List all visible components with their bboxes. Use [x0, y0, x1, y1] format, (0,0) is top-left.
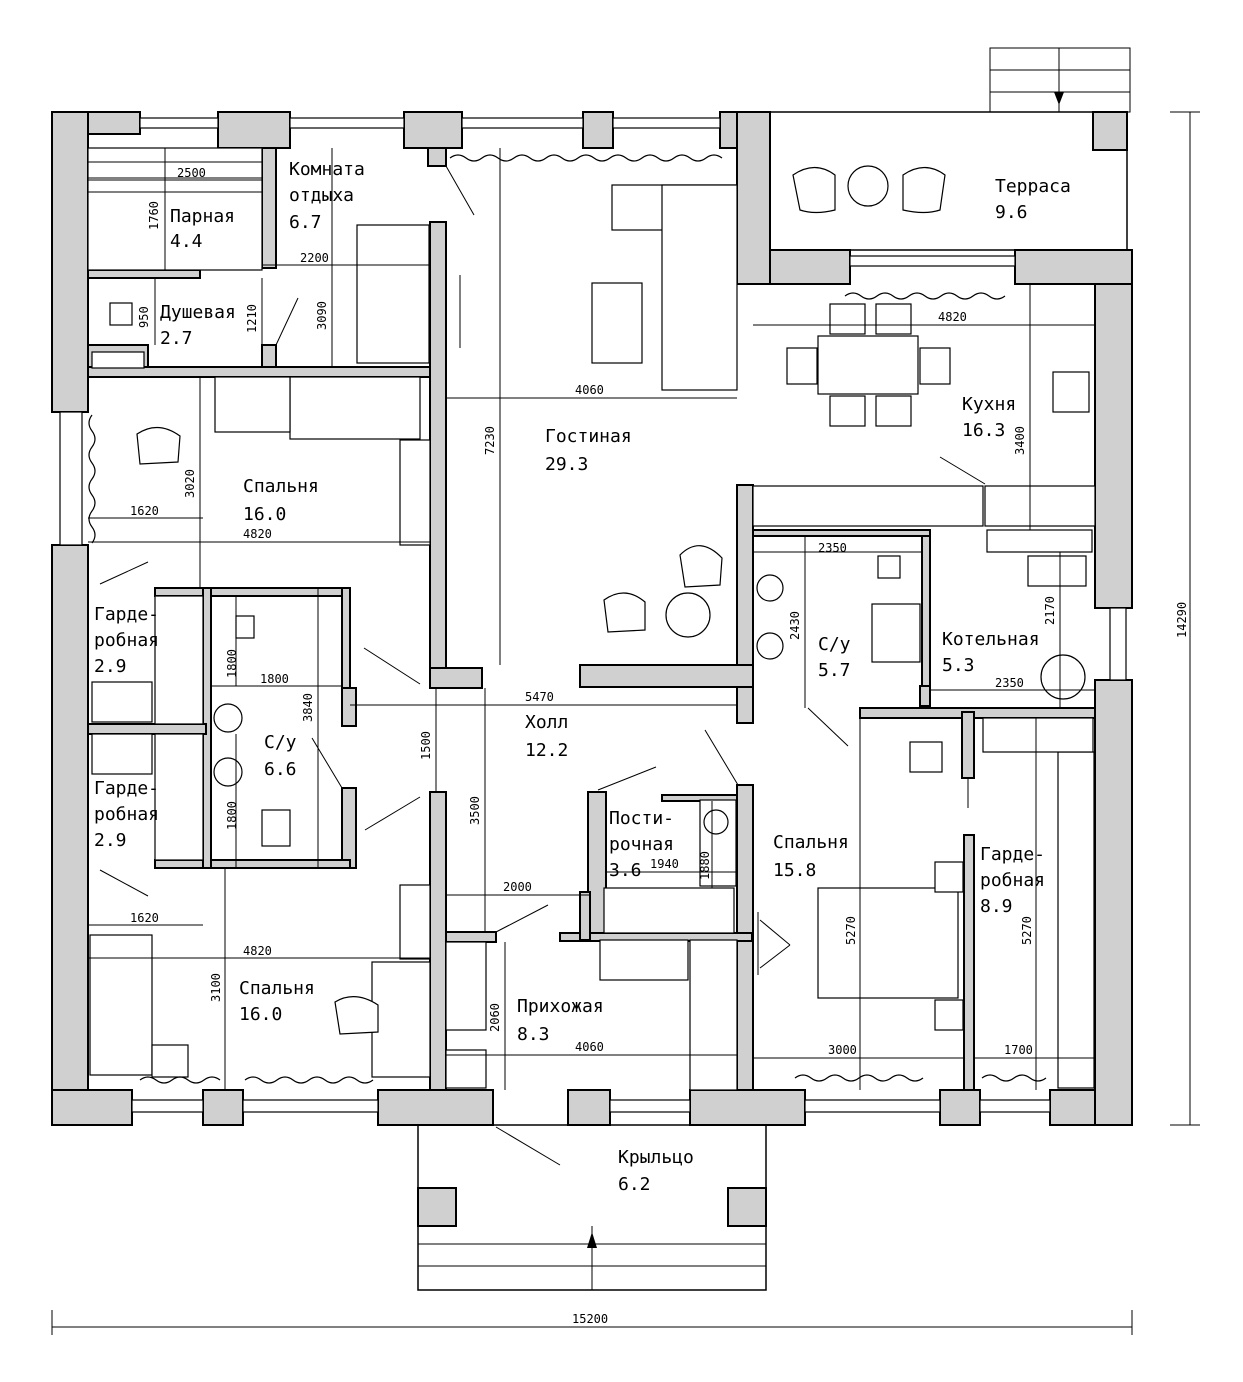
room-name-entry: Прихожая: [517, 996, 604, 1017]
furniture: [87, 147, 1096, 1291]
room-area-wc2: 5.7: [818, 660, 851, 681]
dim-7230: 7230: [483, 426, 497, 455]
room-area-ward3: 8.9: [980, 896, 1013, 917]
room-name-ward1-1: Гарде-: [94, 604, 159, 625]
room-name-hall: Холл: [525, 712, 568, 733]
dim-2000: 2000: [503, 880, 532, 894]
dim-5270-ward3: 5270: [1020, 916, 1034, 945]
room-area-parnaya: 4.4: [170, 231, 203, 252]
dim-1800-wc1-top: 1800: [225, 649, 239, 678]
dim-2170: 2170: [1043, 596, 1057, 625]
outer-walls: [51, 111, 1133, 1126]
dim-2350-boiler: 2350: [995, 676, 1024, 690]
dim-3020: 3020: [183, 469, 197, 498]
room-name-laundry-1: Пости-: [609, 808, 674, 829]
room-name-rest-1: Комната: [289, 159, 365, 180]
dim-2200: 2200: [300, 251, 329, 265]
room-area-laundry: 3.6: [609, 860, 642, 881]
dim-2060: 2060: [488, 1003, 502, 1032]
room-area-bed2: 15.8: [773, 860, 816, 881]
dim-3100: 3100: [209, 973, 223, 1002]
room-name-laundry-2: рочная: [609, 834, 674, 855]
room-area-bed1: 16.0: [243, 504, 286, 525]
curtains: [88, 154, 1047, 1084]
dim-3090: 3090: [315, 301, 329, 330]
terrace: [770, 47, 1131, 251]
room-name-wc1: С/у: [264, 732, 297, 753]
dim-4060-top: 4060: [575, 383, 604, 397]
dim-15200: 15200: [572, 1312, 608, 1326]
room-name-parnaya: Парная: [170, 206, 235, 227]
room-area-kitchen: 16.3: [962, 420, 1005, 441]
room-area-ward2: 2.9: [94, 830, 127, 851]
dim-1880: 1880: [698, 851, 712, 880]
room-name-living: Гостиная: [545, 426, 632, 447]
room-name-ward3-2: робная: [980, 870, 1045, 891]
room-area-ward1: 2.9: [94, 656, 127, 677]
room-area-wc1: 6.6: [264, 759, 297, 780]
dim-2350-wc2: 2350: [818, 541, 847, 555]
room-area-terrace: 9.6: [995, 202, 1028, 223]
room-name-bed1: Спальня: [243, 476, 319, 497]
dimension-lines: [51, 111, 1200, 1335]
room-area-bed3: 16.0: [239, 1004, 282, 1025]
room-name-bed2: Спальня: [773, 832, 849, 853]
dim-4060-bottom: 4060: [575, 1040, 604, 1054]
room-area-entry: 8.3: [517, 1024, 550, 1045]
dim-4820-bed1: 4820: [243, 527, 272, 541]
dim-2430: 2430: [788, 611, 802, 640]
door-swings: [99, 165, 986, 1166]
room-area-shower: 2.7: [160, 328, 193, 349]
room-name-wc2: С/у: [818, 634, 851, 655]
dim-5470: 5470: [525, 690, 554, 704]
room-name-rest-2: отдыха: [289, 185, 354, 206]
dim-2500: 2500: [177, 166, 206, 180]
dim-4820-kitchen: 4820: [938, 310, 967, 324]
room-area-hall: 12.2: [525, 740, 568, 761]
dim-1620-top: 1620: [130, 504, 159, 518]
room-name-bed3: Спальня: [239, 978, 315, 999]
room-area-rest: 6.7: [289, 212, 322, 233]
room-name-ward3-1: Гарде-: [980, 844, 1045, 865]
dim-950: 950: [137, 306, 151, 328]
room-name-ward2-2: робная: [94, 804, 159, 825]
dim-1700: 1700: [1004, 1043, 1033, 1057]
room-name-ward2-1: Гарде-: [94, 778, 159, 799]
room-area-porch: 6.2: [618, 1174, 651, 1195]
dim-3500: 3500: [468, 796, 482, 825]
room-name-shower: Душевая: [160, 302, 236, 323]
interior-walls: [87, 147, 1096, 1091]
dimension-texts: 2500 1760 2200 3090 950 1210 4060 4820 7…: [130, 166, 1189, 1326]
dim-1620-bottom: 1620: [130, 911, 159, 925]
dim-1500: 1500: [419, 731, 433, 760]
dim-1210: 1210: [245, 304, 259, 333]
windows: [59, 117, 1127, 1113]
dim-1800-wc1-bottom: 1800: [225, 801, 239, 830]
dim-3400: 3400: [1013, 426, 1027, 455]
room-name-kitchen: Кухня: [962, 394, 1016, 415]
dim-4820-bed3: 4820: [243, 944, 272, 958]
dim-1940: 1940: [650, 857, 679, 871]
room-name-porch: Крыльцо: [618, 1147, 694, 1168]
dim-3000: 3000: [828, 1043, 857, 1057]
room-area-boiler: 5.3: [942, 655, 975, 676]
room-name-ward1-2: робная: [94, 630, 159, 651]
room-name-boiler: Котельная: [942, 629, 1040, 650]
dim-14290: 14290: [1175, 602, 1189, 638]
room-labels: Парная 4.4 Комната отдыха 6.7 Душевая 2.…: [94, 159, 1071, 1195]
dim-1800-wc1-horiz: 1800: [260, 672, 289, 686]
dim-3840: 3840: [301, 693, 315, 722]
room-area-living: 29.3: [545, 454, 588, 475]
dim-5270-bed2: 5270: [844, 916, 858, 945]
dim-1760: 1760: [147, 201, 161, 230]
room-name-terrace: Терраса: [995, 176, 1071, 197]
